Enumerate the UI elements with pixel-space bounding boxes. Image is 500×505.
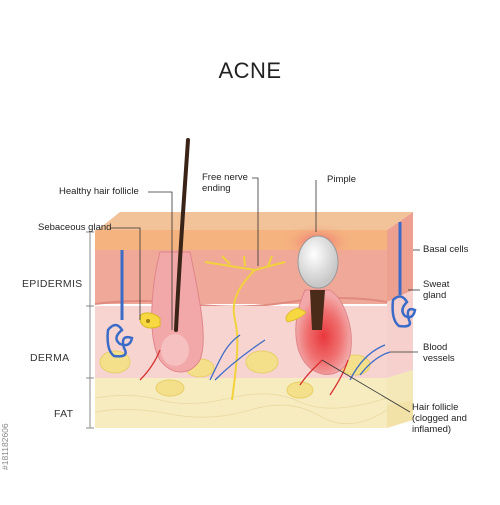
sebaceous-gland-shape (139, 312, 161, 329)
healthy-hair-follicle (151, 138, 204, 373)
epidermis-layer (95, 250, 387, 304)
label-hair-follicle-line1: Hair follicle (412, 402, 459, 413)
stock-id-watermark: #181182606 (0, 423, 10, 470)
hair-shaft (174, 138, 190, 332)
label-sweat-gland-line2: gland (423, 290, 447, 301)
sweat-gland-left (106, 250, 134, 358)
blood-vessels (139, 334, 391, 396)
diagram-title: ACNE (218, 58, 282, 83)
label-free-nerve-line1: Free nerve (202, 172, 248, 183)
fat-texture (94, 393, 388, 425)
label-basal-cells: Basal cells (423, 244, 469, 255)
label-blood-vessels-line1: Blood (423, 342, 448, 353)
layer-label-epidermis: EPIDERMIS (22, 278, 83, 290)
layer-label-fat: FAT (54, 408, 74, 420)
label-hair-follicle-line2: (clogged and (412, 413, 467, 424)
sweat-gland-right (391, 222, 417, 328)
label-sweat-gland-line1: Sweat (423, 279, 450, 290)
label-pimple: Pimple (327, 174, 357, 185)
fat-layer (95, 378, 387, 428)
fat-cells (99, 350, 371, 399)
label-hair-follicle-line3: inflamed) (412, 424, 452, 435)
label-free-nerve-line2: ending (202, 183, 231, 194)
pimple-head (297, 235, 339, 289)
label-blood-vessels-line2: vessels (423, 353, 455, 364)
inflamed-follicle-shape (285, 289, 352, 375)
layer-brackets (86, 231, 94, 429)
free-nerve-ending-shape (204, 255, 286, 401)
leader-lines (110, 177, 420, 413)
label-healthy-hair-follicle: Healthy hair follicle (59, 186, 139, 197)
label-sebaceous-gland: Sebaceous gland (38, 222, 112, 233)
block-top-face (95, 212, 413, 232)
layer-label-derma: DERMA (30, 352, 70, 364)
